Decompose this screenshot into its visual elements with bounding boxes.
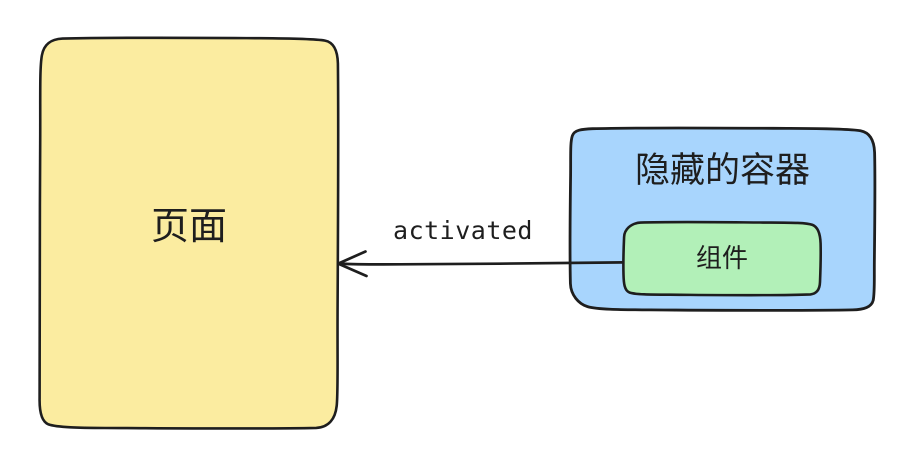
node-hidden-container-label: 隐藏的容器 (634, 151, 810, 190)
edge-activated-line (338, 261, 626, 266)
node-component-shape (622, 220, 823, 297)
edge-activated-arrowhead (336, 250, 368, 278)
edge-activated[interactable] (336, 250, 626, 278)
node-page-shape (38, 36, 340, 430)
node-page[interactable] (38, 36, 340, 430)
edge-activated-label: activated (393, 216, 533, 245)
node-component[interactable] (622, 220, 823, 297)
node-component-label: 组件 (695, 243, 748, 273)
node-page-label: 页面 (150, 206, 227, 248)
